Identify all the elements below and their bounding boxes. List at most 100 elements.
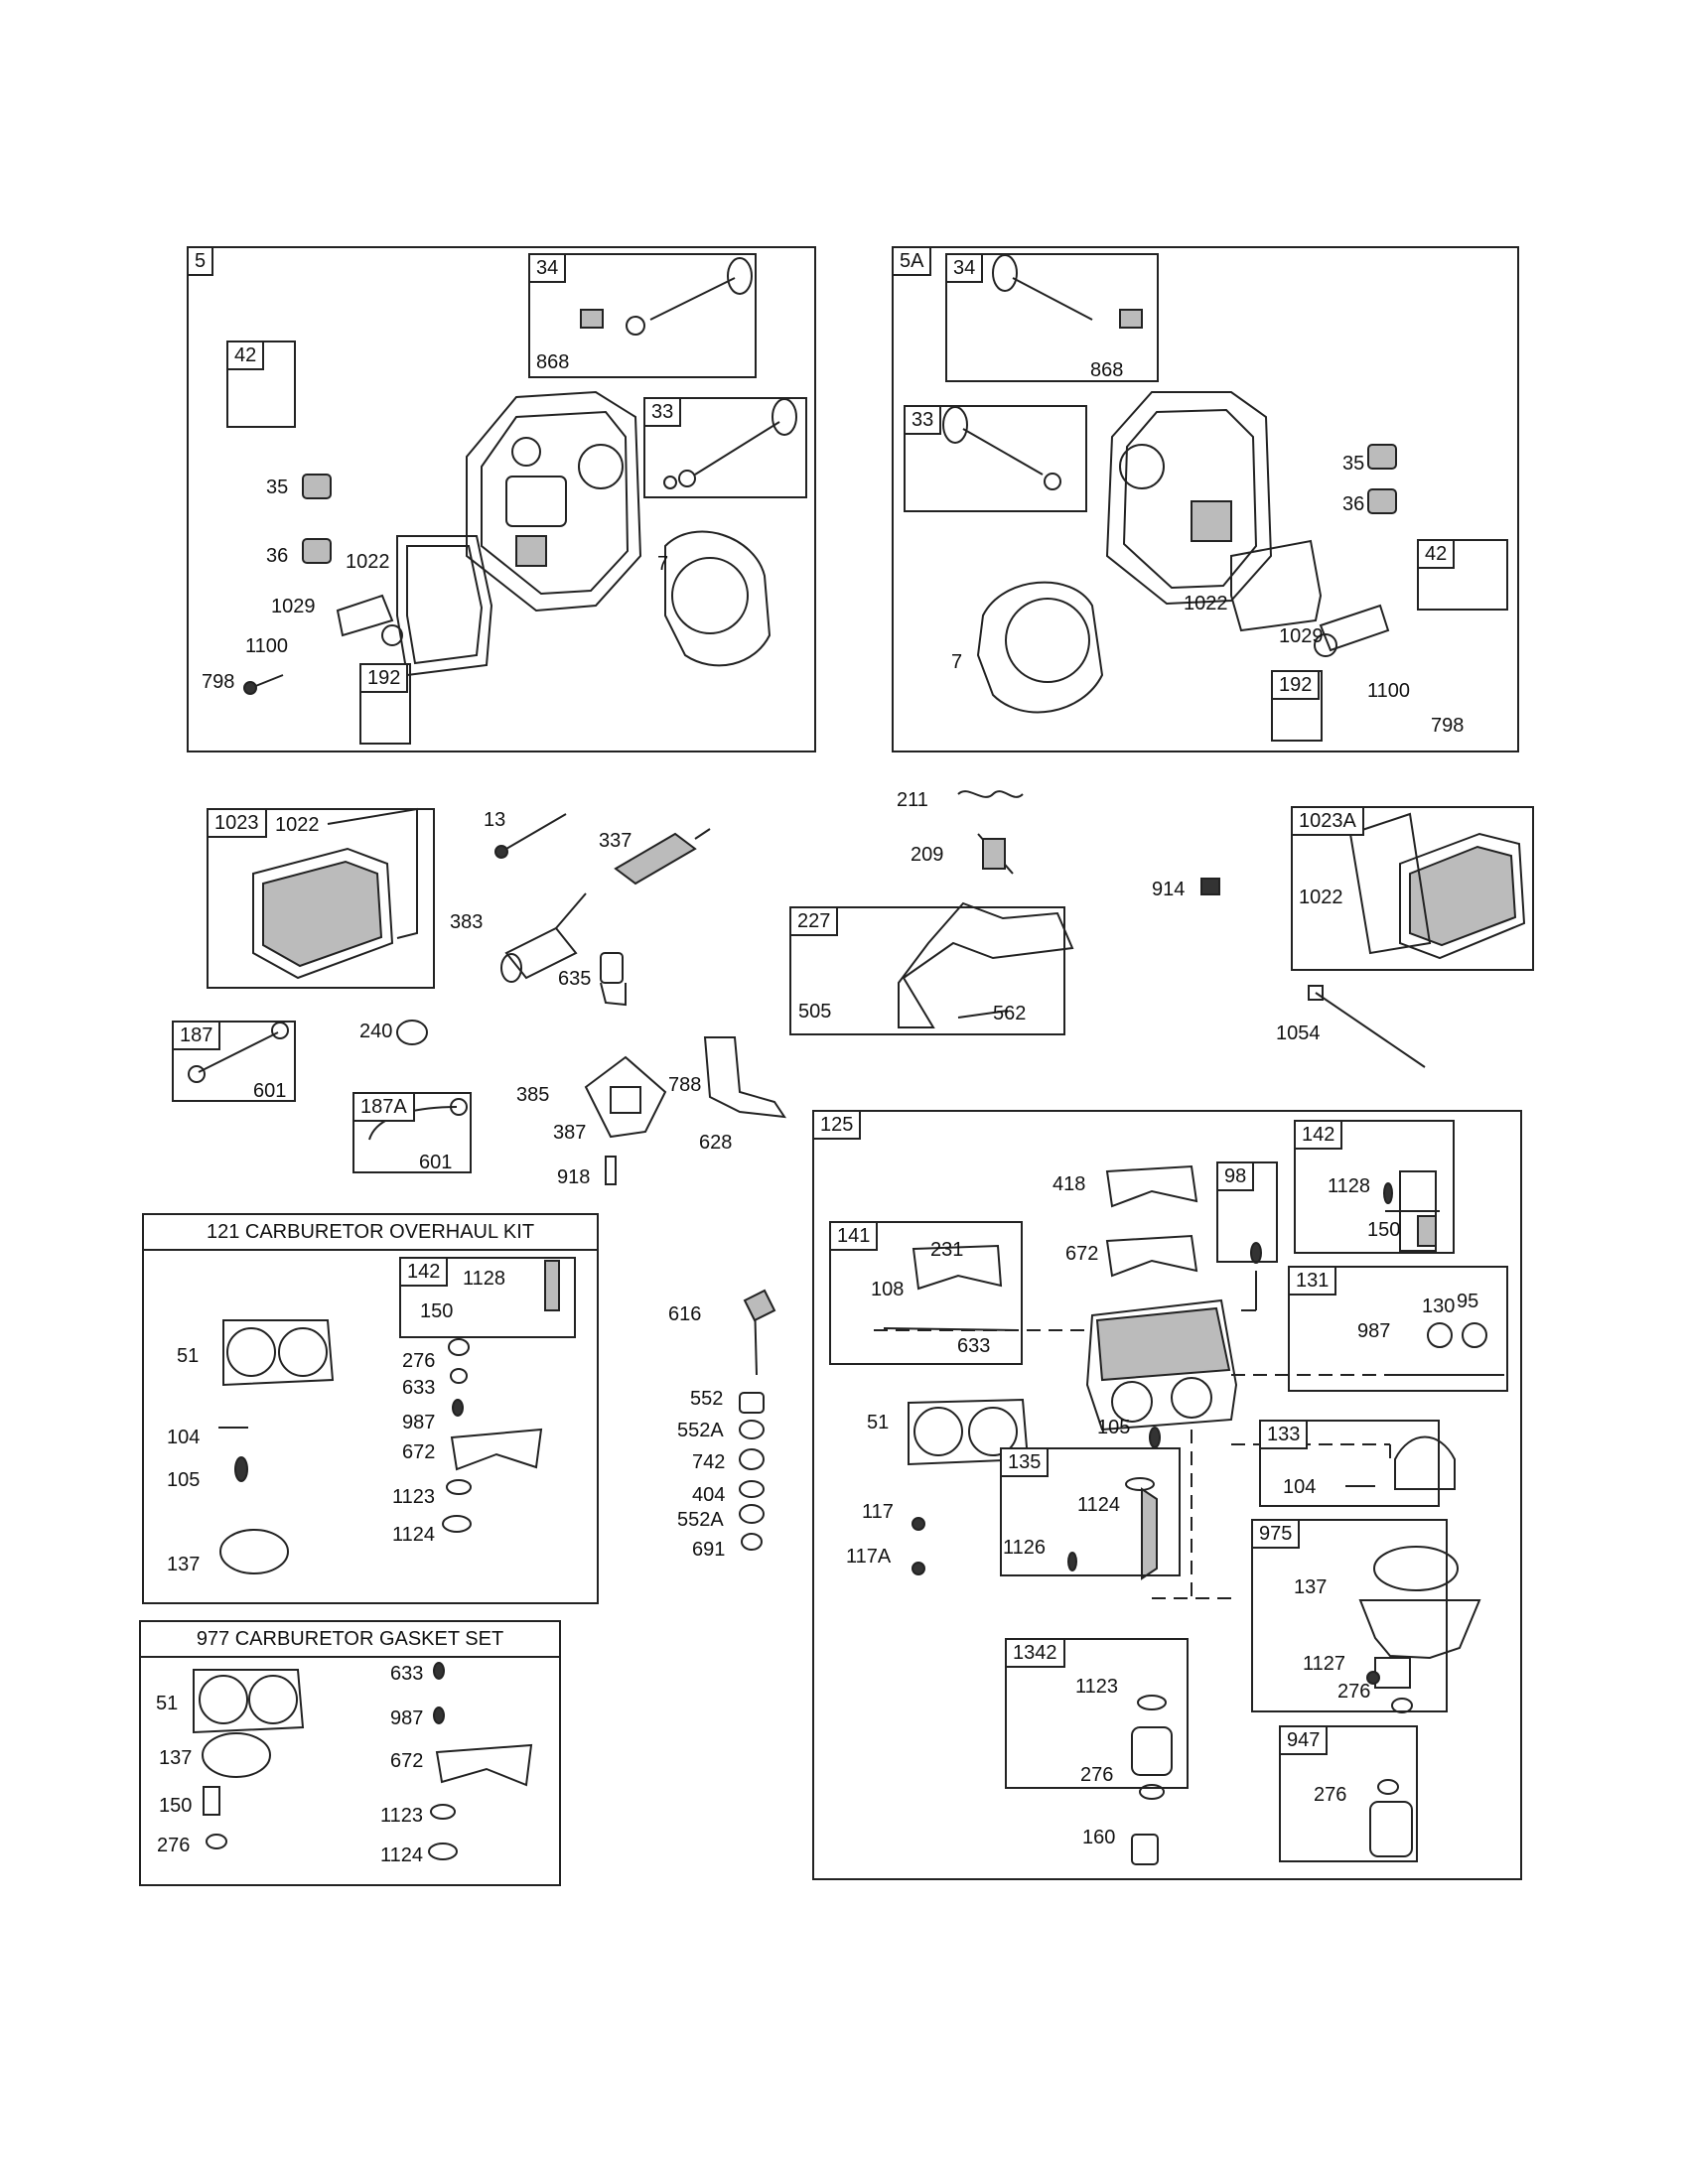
group-5a-33-box	[904, 405, 1087, 512]
carb-part-130: 130	[1422, 1296, 1456, 1317]
carb-part-160: 160	[1082, 1827, 1116, 1848]
group-125-tag: 125	[812, 1110, 862, 1140]
valve-34-left	[580, 257, 753, 336]
part-35: 35	[266, 477, 289, 498]
carb-part-137: 137	[1294, 1576, 1328, 1598]
cylinder-head-drawing-left	[466, 390, 642, 613]
gasket-set-title: 977 CARBURETOR GASKET SET	[141, 1622, 559, 1658]
carb-part-150: 150	[1367, 1219, 1401, 1241]
overhaul-kit-title: 121 CARBURETOR OVERHAUL KIT	[144, 1215, 597, 1251]
valve-34-right	[992, 254, 1143, 329]
group-142-tag: 142	[1294, 1120, 1343, 1150]
screw-914	[1200, 878, 1220, 895]
carb-part-117a: 117A	[846, 1546, 892, 1568]
part-742: 742	[692, 1451, 726, 1473]
part-1100-right: 1100	[1367, 680, 1411, 702]
part-383: 383	[450, 911, 484, 933]
part-552a-2: 552A	[677, 1509, 724, 1531]
valve-cover-gasket-left	[396, 535, 493, 677]
part-1022-right: 1022	[1184, 593, 1228, 614]
part-798-right: 798	[1431, 715, 1465, 737]
kit-part-1124: 1124	[392, 1524, 436, 1546]
carb-part-105: 105	[1097, 1417, 1131, 1438]
part-385: 385	[516, 1084, 550, 1106]
group-5-34-box	[528, 253, 757, 378]
group-5a-box	[892, 246, 1519, 752]
cable-tie-1054	[1308, 985, 1426, 1068]
carb-part-1123: 1123	[1075, 1676, 1119, 1698]
group-947-tag: 947	[1279, 1725, 1329, 1755]
group-5-33-tag: 33	[643, 397, 682, 427]
group-1023a-tag: 1023A	[1291, 806, 1364, 836]
cylinder-head-drawing-right	[1105, 391, 1273, 606]
group-141-tag: 141	[829, 1221, 879, 1251]
spring-211	[957, 790, 1024, 798]
carb-part-1127: 1127	[1303, 1653, 1346, 1675]
part-601-a: 601	[419, 1152, 453, 1173]
group-5a-34-box	[945, 253, 1159, 382]
part-628: 628	[699, 1132, 733, 1154]
group-5a-42-tag: 42	[1417, 539, 1456, 569]
rocker-arm-right	[1314, 604, 1390, 657]
spark-plug-337	[614, 828, 711, 886]
group-1023-box	[207, 808, 435, 989]
part-209: 209	[911, 844, 944, 866]
washers-stack	[739, 1392, 765, 1551]
group-5-192-tag: 192	[359, 663, 409, 693]
group-5a-42-box	[1417, 539, 1508, 611]
part-1100: 1100	[245, 635, 289, 657]
set-part-137: 137	[159, 1747, 193, 1769]
spring-36-left	[302, 538, 332, 564]
group-5-tag: 5	[187, 246, 214, 276]
part-240: 240	[359, 1021, 393, 1042]
kit-142-box	[399, 1257, 576, 1338]
group-187-box	[172, 1021, 296, 1102]
group-131-box	[1288, 1266, 1508, 1392]
part-601: 601	[253, 1080, 287, 1102]
set-part-276: 276	[157, 1835, 191, 1856]
kit-part-51: 51	[177, 1345, 200, 1367]
bracket-788	[703, 1036, 787, 1119]
part-552a: 552A	[677, 1420, 724, 1441]
carb-part-95: 95	[1457, 1291, 1479, 1312]
part-691: 691	[692, 1539, 726, 1561]
carb-part-1128: 1128	[1328, 1175, 1371, 1197]
part-211: 211	[897, 789, 928, 811]
group-5a-192-tag: 192	[1271, 670, 1321, 700]
group-5-34-tag: 34	[528, 253, 567, 283]
group-5a-33-tag: 33	[904, 405, 942, 435]
group-141-box	[829, 1221, 1023, 1365]
group-187-tag: 187	[172, 1021, 221, 1050]
kit-part-276: 276	[402, 1350, 436, 1372]
group-1342-box	[1005, 1638, 1189, 1789]
rocker-arm-left	[336, 594, 403, 646]
valve-cover-gasket-right	[1230, 539, 1323, 632]
kit-part-150: 150	[420, 1300, 454, 1322]
group-135-box	[1000, 1447, 1181, 1576]
carb-part-117: 117	[862, 1501, 894, 1523]
part-918: 918	[557, 1166, 591, 1188]
part-798: 798	[202, 671, 235, 693]
part-562: 562	[993, 1003, 1027, 1024]
part-36: 36	[266, 545, 289, 567]
pin-918	[605, 1156, 617, 1185]
carb-part-987: 987	[1357, 1320, 1391, 1342]
fuel-pump-383	[500, 892, 587, 983]
part-337: 337	[599, 830, 632, 852]
kit-part-104: 104	[167, 1427, 201, 1448]
group-125-box	[812, 1110, 1522, 1880]
part-635: 635	[558, 968, 592, 990]
group-135-tag: 135	[1000, 1447, 1050, 1477]
overhaul-kit-items	[218, 1260, 560, 1574]
group-5-42-tag: 42	[226, 341, 265, 370]
group-131-tag: 131	[1288, 1266, 1337, 1296]
part-788: 788	[668, 1074, 702, 1096]
carb-subparts	[883, 1170, 1504, 1865]
part-1029-right: 1029	[1279, 625, 1324, 647]
overhaul-kit-box: 121 CARBURETOR OVERHAUL KIT	[142, 1213, 599, 1604]
set-part-150: 150	[159, 1795, 193, 1817]
carb-part-276-b: 276	[1080, 1764, 1114, 1786]
carb-part-672: 672	[1065, 1243, 1099, 1265]
carb-part-633: 633	[957, 1335, 991, 1357]
part-552: 552	[690, 1388, 724, 1410]
